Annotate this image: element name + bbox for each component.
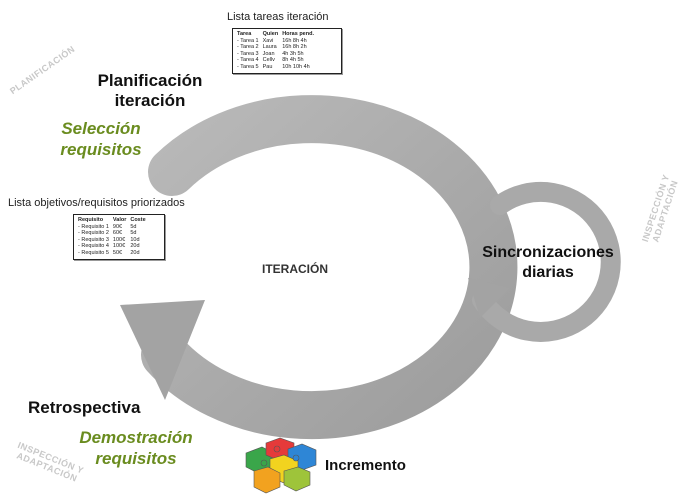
table-row: - Requisito 3 100€ 10d	[78, 236, 140, 243]
retrospective-title: Retrospectiva	[28, 398, 141, 417]
iteration-arrowhead	[120, 300, 205, 400]
column-header: Requisito	[78, 217, 104, 223]
demo-subtitle: Demostración requisitos	[79, 428, 193, 468]
table-row: - Requisito 4 100€ 20d	[78, 243, 140, 250]
table-row: - Requisito 5 50€ 20d	[78, 249, 140, 256]
tasks-list-table: Tarea Quien Horas pend. - Tarea 1 Xavi 1…	[232, 28, 342, 74]
daily-loop-arrow	[472, 181, 621, 342]
iteration-center-label: ITERACIÓN	[262, 262, 328, 276]
column-header: Tarea	[237, 31, 252, 37]
puzzle-cube-icon	[245, 437, 317, 494]
column-header: Horas pend.	[282, 31, 314, 37]
table-row: - Tarea 2 Laura 16h 8h 2h	[237, 44, 307, 51]
table-row: - Tarea 3 Joan 4h 3h 5h	[237, 50, 304, 57]
iteration-loop-arrow	[141, 95, 518, 440]
table-row: - Requisito 2 60€ 5d	[78, 230, 137, 237]
column-header: Coste	[130, 217, 146, 223]
table-row: - Tarea 4 Cellv 8h 4h 5h	[237, 57, 304, 64]
daily-arrowhead	[468, 278, 510, 318]
tasks-list-caption: Lista tareas iteración	[227, 11, 329, 23]
table-row: - Tarea 1 Xavi 16h 8h 4h	[237, 37, 307, 44]
planning-title: Planificación iteración	[97, 71, 203, 110]
column-header: Valor	[112, 217, 127, 223]
planning-subtitle: Selección requisitos	[60, 119, 142, 159]
requirements-list-caption: Lista objetivos/requisitos priorizados	[8, 197, 185, 209]
column-header: Quien	[262, 31, 279, 37]
increment-label: Incremento	[325, 457, 406, 474]
table-row: - Requisito 1 90€ 5d	[78, 223, 137, 230]
daily-sync-label: Sincronizaciones diarias	[482, 244, 614, 281]
table-row: - Tarea 5 Pau 10h 10h 4h	[237, 63, 310, 70]
requirements-list-table: Requisito Valor Coste - Requisito 1 90€ …	[73, 214, 165, 260]
